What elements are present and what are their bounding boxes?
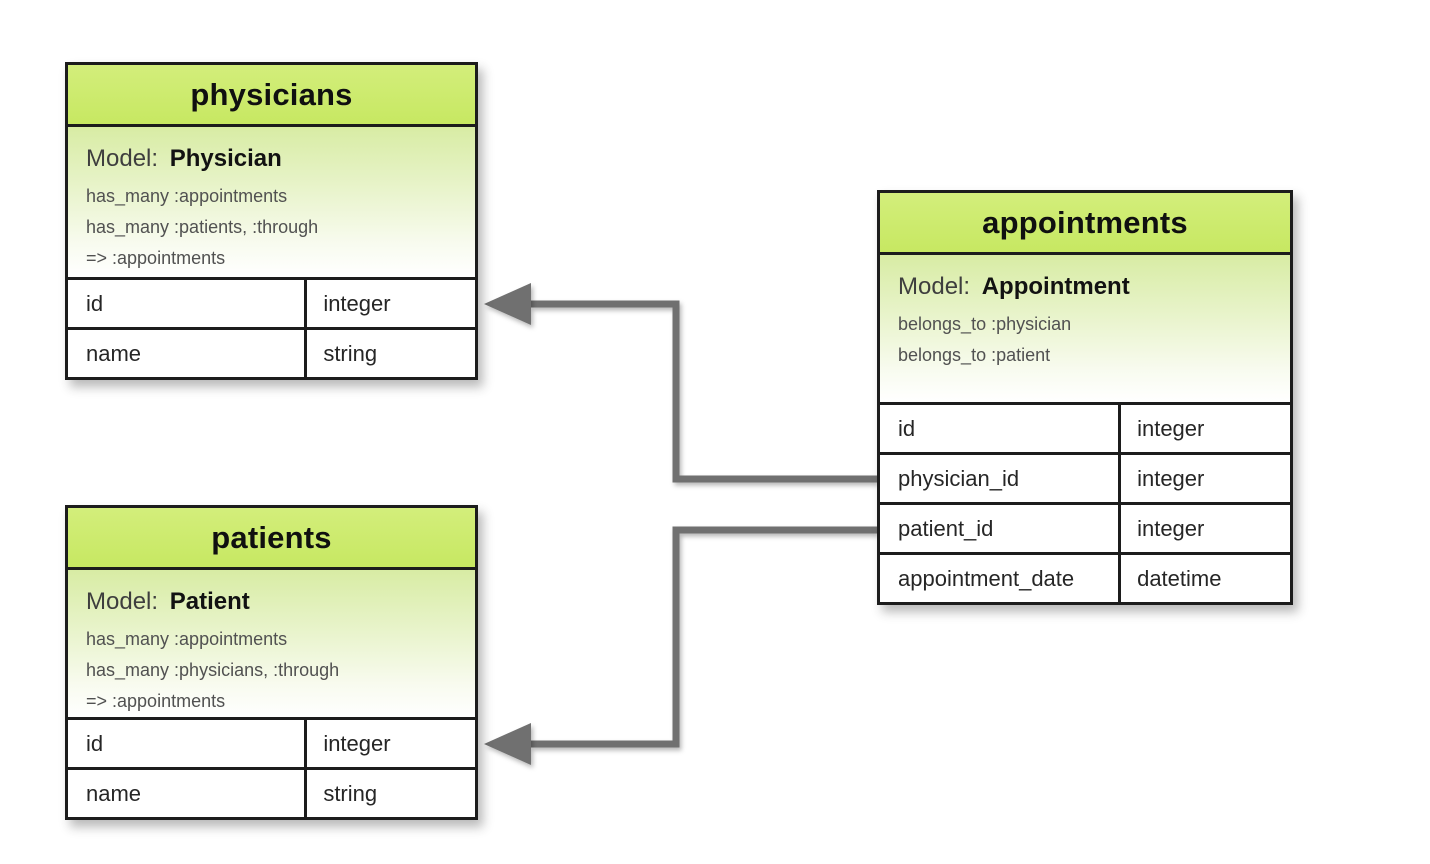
patients-table-header: patients [68, 508, 475, 570]
model-line: Model: Physician [86, 145, 459, 173]
appointments-model-section: Model: Appointment belongs_to :physician… [880, 255, 1290, 402]
column-name-cell: id [68, 280, 308, 327]
model-label: Model: [86, 145, 159, 172]
association-line: belongs_to :physician [898, 314, 1072, 334]
physicians-model-section: Model: Physician has_many :appointments … [68, 127, 475, 277]
column-row: id integer [880, 402, 1290, 452]
model-name: Patient [169, 588, 250, 615]
column-name-cell: id [68, 720, 308, 767]
appointments-table: appointments Model: Appointment belongs_… [877, 190, 1293, 605]
physicians-table-header: physicians [68, 65, 475, 127]
column-type-cell: string [323, 780, 378, 806]
arrowhead-physicians-icon [484, 283, 531, 325]
association-line: => :appointments [86, 248, 226, 268]
patients-table-title: patients [211, 519, 332, 555]
column-type-cell: datetime [1137, 565, 1222, 591]
column-type-cell: integer [323, 290, 391, 316]
appointments-table-header: appointments [880, 193, 1290, 255]
column-type-cell: integer [1137, 515, 1205, 541]
column-name-cell: name [68, 770, 308, 817]
column-name-cell: appointment_date [880, 555, 1122, 602]
column-type-cell: integer [1137, 465, 1205, 491]
patients-model-section: Model: Patient has_many :appointments ha… [68, 570, 475, 717]
model-name: Appointment [981, 273, 1130, 300]
column-type-cell: string [323, 340, 378, 366]
column-name-cell: name [68, 330, 308, 377]
column-type-cell: integer [323, 730, 391, 756]
column-row: physician_id integer [880, 452, 1290, 502]
model-line: Model: Patient [86, 588, 459, 616]
column-row: name string [68, 767, 475, 817]
model-label: Model: [86, 588, 159, 615]
model-name: Physician [169, 145, 282, 172]
column-row: appointment_date datetime [880, 552, 1290, 602]
model-line: Model: Appointment [898, 273, 1274, 301]
column-name-cell: id [880, 405, 1122, 452]
column-row: name string [68, 327, 475, 377]
physicians-table: physicians Model: Physician has_many :ap… [65, 62, 478, 380]
connector-appointments-to-patients [531, 526, 877, 748]
model-label: Model: [898, 273, 971, 300]
association-line: has_many :physicians, :through [86, 660, 340, 680]
column-row: id integer [68, 277, 475, 327]
arrowhead-patients-icon [484, 723, 531, 765]
physicians-table-title: physicians [190, 76, 353, 112]
column-name-cell: physician_id [880, 455, 1122, 502]
column-row: patient_id integer [880, 502, 1290, 552]
association-line: belongs_to :patient [898, 345, 1051, 365]
connector-appointments-to-physicians [531, 300, 877, 483]
association-line: has_many :appointments [86, 186, 288, 206]
patients-table: patients Model: Patient has_many :appoin… [65, 505, 478, 820]
appointments-table-title: appointments [982, 204, 1188, 240]
association-line: => :appointments [86, 691, 226, 711]
column-row: id integer [68, 717, 475, 767]
column-type-cell: integer [1137, 415, 1205, 441]
association-line: has_many :appointments [86, 629, 288, 649]
association-line: has_many :patients, :through [86, 217, 319, 237]
column-name-cell: patient_id [880, 505, 1122, 552]
